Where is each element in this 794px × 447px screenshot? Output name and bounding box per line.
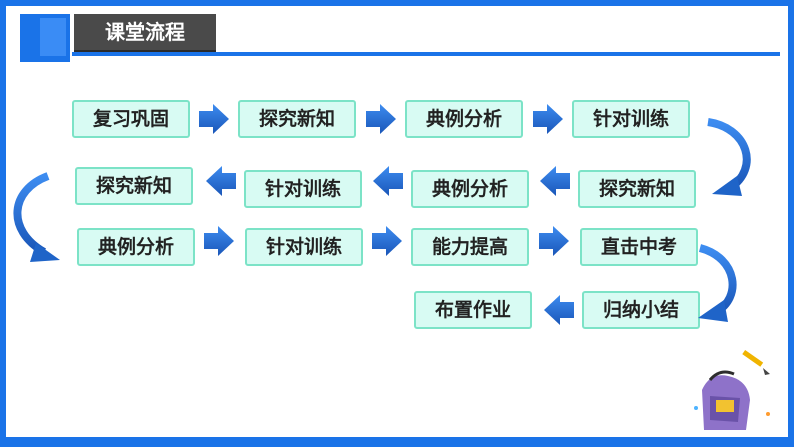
step-r3-2: 针对训练 [245,228,363,266]
title-underline [72,52,780,56]
arrow-right-icon [539,226,569,256]
backpack-decoration [694,350,770,430]
header-decoration-square-inner [40,18,66,56]
arrow-right-icon [199,104,229,134]
step-r1-4: 针对训练 [572,100,690,138]
arrow-right-icon [204,226,234,256]
curved-arrow-down-left-icon [707,118,751,196]
arrow-left-icon [544,295,574,325]
step-r3-3: 能力提高 [411,228,529,266]
step-r4-2: 归纳小结 [582,291,700,329]
curved-arrow-down-left-icon [698,244,737,322]
curved-arrow-down-right-icon [13,172,60,262]
step-r3-4: 直击中考 [580,228,698,266]
step-r1-1: 复习巩固 [72,100,190,138]
step-r3-1: 典例分析 [77,228,195,266]
backpack-icon [694,370,770,430]
step-r2-2: 针对训练 [244,170,362,208]
step-r2-3: 典例分析 [411,170,529,208]
step-r1-3: 典例分析 [405,100,523,138]
pencil-icon [742,350,770,375]
step-r2-4: 探究新知 [578,170,696,208]
page-title: 课堂流程 [105,20,185,44]
arrow-right-icon [366,104,396,134]
arrow-left-icon [540,166,570,196]
step-r1-2: 探究新知 [238,100,356,138]
bottom-bar [0,437,794,447]
arrow-right-icon [533,104,563,134]
arrow-left-icon [373,166,403,196]
step-r2-1: 探究新知 [75,167,193,205]
step-r4-1: 布置作业 [414,291,532,329]
arrow-left-icon [206,166,236,196]
title-box: 课堂流程 [74,14,216,53]
arrow-right-icon [372,226,402,256]
